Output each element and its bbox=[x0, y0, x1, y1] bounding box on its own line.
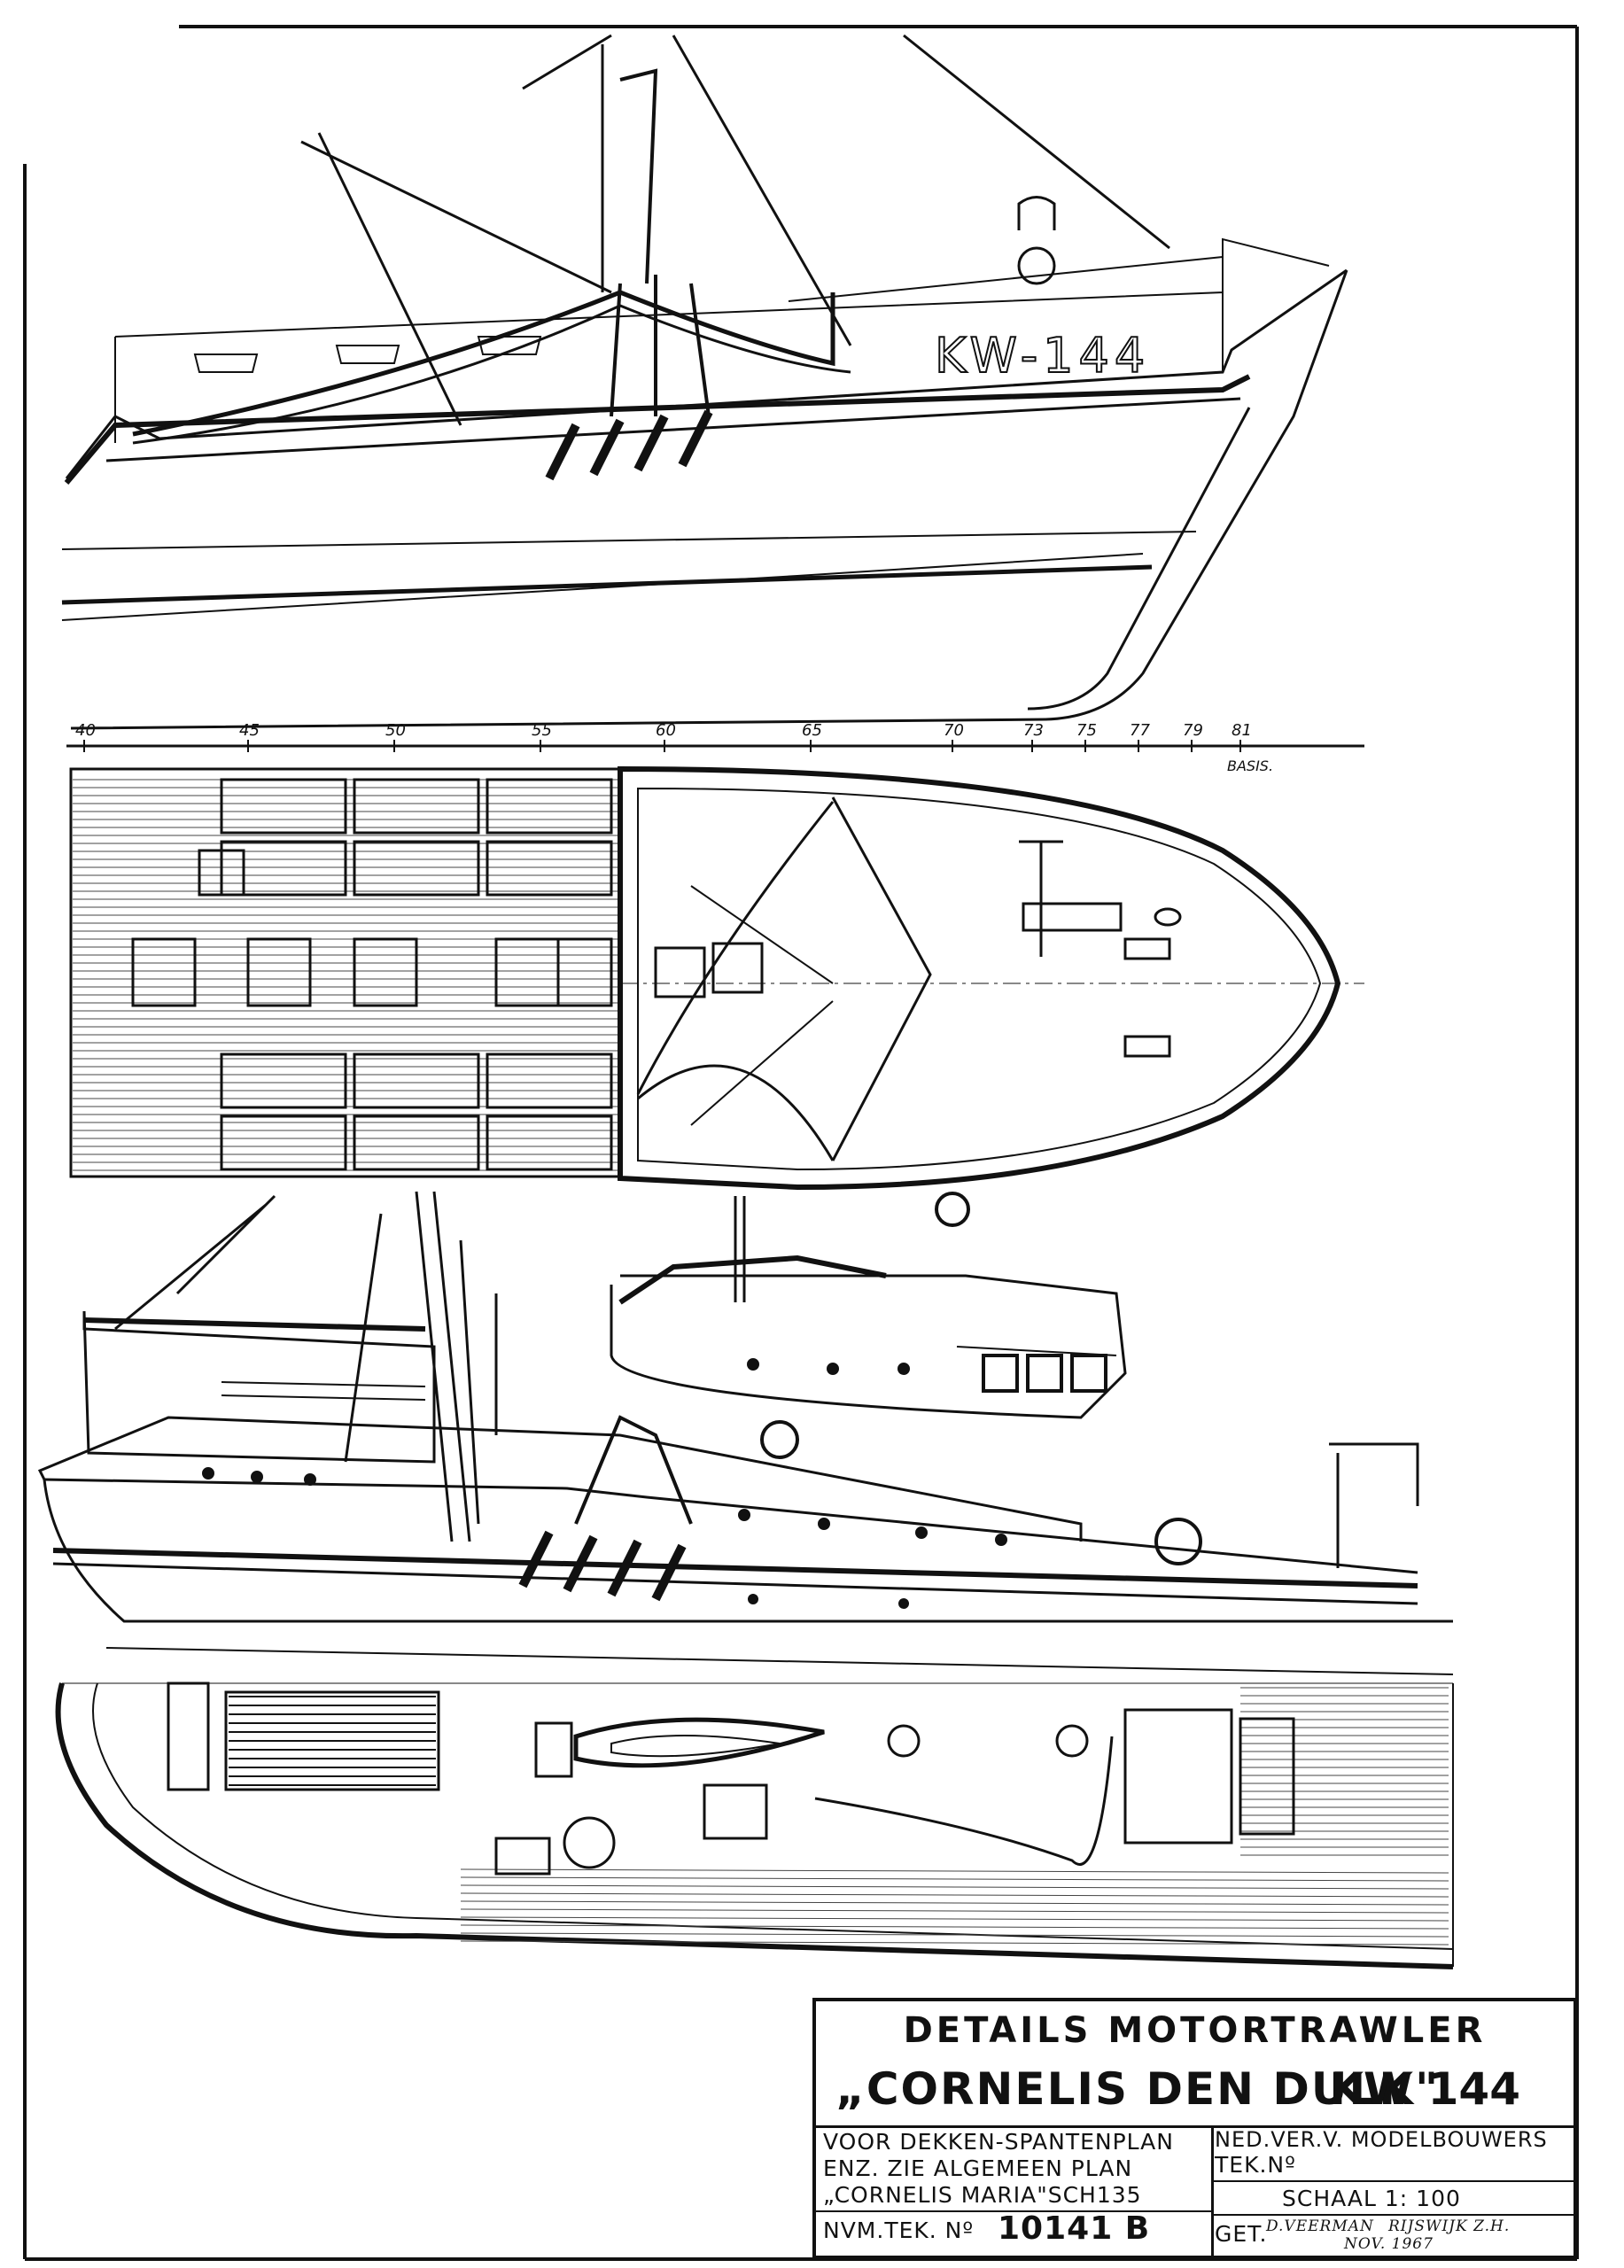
title-block: DETAILS MOTORTRAWLER „CORNELIS DEN DULK"… bbox=[812, 1998, 1577, 2259]
deck-fittings bbox=[494, 1708, 1295, 1876]
frame-label: 65 bbox=[802, 721, 822, 740]
nvm-label: NVM.TEK. Nº bbox=[823, 2218, 975, 2243]
hatch-grating bbox=[229, 1696, 436, 1786]
frame-label: 70 bbox=[944, 721, 964, 740]
title-ship-code: KW 144 bbox=[1329, 2063, 1520, 2115]
bow-profile-view: KW-144 bbox=[61, 34, 1348, 730]
frame-label: 75 bbox=[1076, 721, 1097, 740]
frame-label: 77 bbox=[1130, 721, 1150, 740]
tek-label: TEK.Nº bbox=[1215, 2152, 1296, 2178]
note-line-2: ENZ. ZIE ALGEMEEN PLAN bbox=[823, 2155, 1133, 2181]
masts-and-rigging bbox=[114, 1191, 1419, 1568]
title-ship-name: „CORNELIS DEN DULK" bbox=[835, 2063, 1441, 2115]
frame-label: 50 bbox=[385, 721, 406, 740]
searchlight bbox=[935, 1192, 970, 1227]
nvm-number: 10141 B bbox=[998, 2210, 1151, 2247]
get-label: GET. bbox=[1215, 2221, 1268, 2247]
frame-label: 60 bbox=[656, 721, 676, 740]
location: RIJSWIJK Z.H. bbox=[1388, 2218, 1511, 2235]
windlass bbox=[1019, 840, 1182, 1058]
scale: SCHAAL 1: 100 bbox=[1282, 2186, 1461, 2211]
date: NOV. 1967 bbox=[1344, 2235, 1434, 2253]
frame-label: 55 bbox=[532, 721, 552, 740]
stripe-markings bbox=[545, 409, 713, 481]
frame-label: 45 bbox=[239, 721, 260, 740]
frame-label: 40 bbox=[75, 721, 96, 740]
portholes bbox=[202, 1358, 1007, 1609]
warp-drum bbox=[1154, 1518, 1202, 1565]
organisation: NED.VER.V. MODELBOUWERS bbox=[1215, 2127, 1548, 2152]
drawing-info: NED.VER.V. MODELBOUWERS TEK.Nº SCHAAL 1:… bbox=[1211, 2125, 1573, 2256]
sheet-border bbox=[23, 25, 1579, 2261]
hull-marking: KW-144 bbox=[935, 328, 1150, 384]
frame-label: 73 bbox=[1023, 721, 1044, 740]
stern-stripes bbox=[518, 1530, 687, 1602]
frame-label: 81 bbox=[1232, 721, 1252, 740]
lifebuoy bbox=[760, 1420, 799, 1459]
basis-label: BASIS. bbox=[1227, 757, 1273, 774]
note-line-3: „CORNELIS MARIA"SCH135 bbox=[823, 2182, 1142, 2208]
title-header: DETAILS MOTORTRAWLER „CORNELIS DEN DULK"… bbox=[816, 2001, 1573, 2128]
title-line-details: DETAILS MOTORTRAWLER bbox=[903, 2010, 1487, 2051]
side-elevation-view bbox=[37, 1191, 1454, 1675]
bridge-windows bbox=[982, 1354, 1107, 1393]
rail-brushes bbox=[193, 336, 542, 373]
hatch-covers bbox=[131, 778, 764, 1171]
reference-note: VOOR DEKKEN-SPANTENPLAN ENZ. ZIE ALGEMEE… bbox=[816, 2125, 1214, 2256]
drawn-by: D.VEERMAN bbox=[1266, 2218, 1374, 2235]
note-line-1: VOOR DEKKEN-SPANTENPLAN bbox=[823, 2129, 1174, 2155]
winch-drum bbox=[1017, 246, 1056, 285]
gantry bbox=[574, 1415, 693, 1525]
foredeck-plan-view bbox=[69, 765, 1364, 1191]
aftdeck-plan-view bbox=[55, 1682, 1454, 1969]
frame-label: 79 bbox=[1183, 721, 1203, 740]
